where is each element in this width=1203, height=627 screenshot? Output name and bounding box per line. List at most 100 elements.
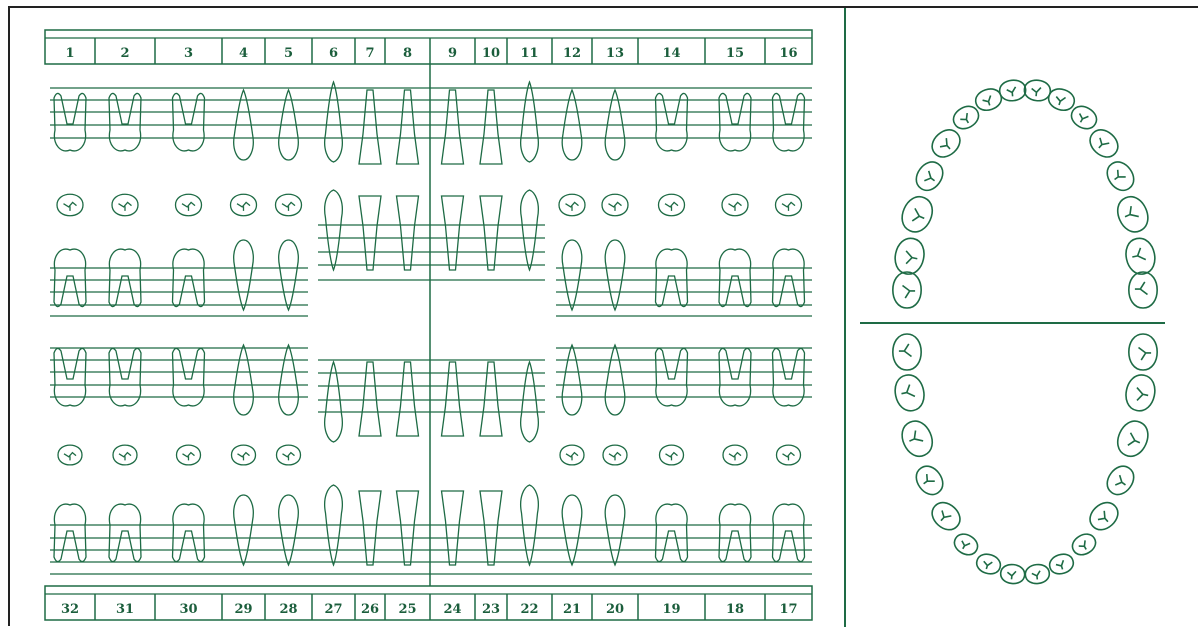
incisor-tooth xyxy=(397,491,419,565)
arch-tooth-groove xyxy=(1139,348,1152,361)
tooth-number: 9 xyxy=(448,46,457,61)
tooth-outline xyxy=(719,504,751,561)
tooth-outline xyxy=(109,93,141,150)
arch-tooth-outline xyxy=(897,192,938,236)
tooth-outline xyxy=(480,491,502,565)
arch-tooth xyxy=(999,79,1027,102)
arch-tooth xyxy=(911,461,948,499)
arch-tooth-groove xyxy=(982,560,993,571)
tooth-number: 20 xyxy=(606,602,624,617)
occlusal-groove xyxy=(64,202,77,210)
arch-tooth xyxy=(897,192,938,236)
arch-tooth-outline xyxy=(1123,372,1158,413)
tooth-outline xyxy=(359,90,381,164)
occlusal-groove xyxy=(609,202,622,210)
occlusal-groove xyxy=(729,453,741,461)
molar-tooth xyxy=(719,504,751,561)
tooth-outline xyxy=(719,93,751,150)
arch-tooth xyxy=(927,125,965,163)
incisor-tooth xyxy=(397,196,419,270)
tooth-outline xyxy=(325,362,343,442)
occlusal-groove xyxy=(119,453,131,461)
arch-tooth-groove xyxy=(1007,87,1017,97)
occlusal-groove xyxy=(182,202,195,210)
occlusal-view xyxy=(659,194,685,215)
premolar-tooth xyxy=(279,345,299,415)
tooth-outline xyxy=(173,504,205,561)
occlusal-view xyxy=(559,194,585,215)
tooth-number: 21 xyxy=(563,602,581,617)
tooth-number: 4 xyxy=(239,46,248,61)
occlusal-view xyxy=(177,445,201,465)
arch-tooth xyxy=(1024,563,1050,584)
tooth-outline xyxy=(173,249,205,306)
arch-tooth xyxy=(892,372,927,413)
arch-tooth xyxy=(1123,236,1158,277)
occlusal-groove xyxy=(782,202,795,210)
premolar-tooth xyxy=(562,345,582,415)
tooth-outline xyxy=(562,345,582,415)
arch-tooth xyxy=(1023,79,1051,102)
tooth-number: 7 xyxy=(365,46,374,61)
premolar-tooth xyxy=(234,345,254,415)
tooth-outline xyxy=(773,249,805,306)
tooth-outline xyxy=(562,240,582,310)
tooth-outline xyxy=(173,93,205,150)
tooth-outline xyxy=(109,504,141,561)
occlusal-groove xyxy=(238,453,250,461)
arch-tooth-groove xyxy=(900,384,915,399)
canine-tooth xyxy=(325,82,343,162)
arch-tooth-outline xyxy=(893,334,921,370)
incisor-tooth xyxy=(397,90,419,164)
tooth-outline xyxy=(279,345,299,415)
arch-tooth-outline xyxy=(1129,334,1157,370)
occlusal-groove xyxy=(665,202,678,210)
tooth-number: 26 xyxy=(361,602,379,617)
tooth-number: 31 xyxy=(116,602,134,617)
occlusal-view xyxy=(57,194,83,215)
arch-tooth-outline xyxy=(893,272,921,308)
incisor-tooth xyxy=(480,196,502,270)
tooth-number: 3 xyxy=(184,46,193,61)
tooth-outline xyxy=(279,495,299,565)
arch-tooth-groove xyxy=(1055,560,1066,571)
occlusal-groove xyxy=(566,202,579,210)
molar-tooth xyxy=(109,504,141,561)
canine-tooth xyxy=(325,190,343,270)
arch-tooth xyxy=(1102,461,1139,499)
premolar-tooth xyxy=(234,495,254,565)
molar-tooth xyxy=(773,93,805,150)
incisor-tooth xyxy=(359,90,381,164)
tooth-outline xyxy=(562,495,582,565)
tooth-outline xyxy=(325,190,343,270)
tooth-outline xyxy=(773,504,805,561)
occlusal-view xyxy=(660,445,684,465)
arch-tooth xyxy=(1113,416,1154,460)
arch-tooth xyxy=(927,497,965,535)
occlusal-groove xyxy=(282,202,295,210)
occlusal-view xyxy=(602,194,628,215)
tooth-number: 22 xyxy=(520,602,538,617)
premolar-tooth xyxy=(279,495,299,565)
tooth-outline xyxy=(279,240,299,310)
occlusal-groove xyxy=(666,453,678,461)
arch-tooth xyxy=(1085,497,1123,535)
arch-tooth-groove xyxy=(959,539,970,550)
occlusal-view xyxy=(722,194,748,215)
arch-tooth xyxy=(974,551,1003,576)
occlusal-view xyxy=(231,194,257,215)
arch-tooth-groove xyxy=(903,251,918,266)
tooth-outline xyxy=(234,345,254,415)
upper-number-strip-box xyxy=(45,30,812,64)
arch-tooth-groove xyxy=(1096,511,1111,526)
premolar-tooth xyxy=(605,240,625,310)
occlusal-view xyxy=(777,445,801,465)
molar-tooth xyxy=(173,249,205,306)
tooth-outline xyxy=(54,249,86,306)
tooth-number: 2 xyxy=(120,46,129,61)
arch-tooth-outline xyxy=(1123,236,1158,277)
canine-tooth xyxy=(325,362,343,442)
occlusal-view xyxy=(603,445,627,465)
arch-tooth-outline xyxy=(892,372,927,413)
arch-tooth-groove xyxy=(899,344,912,357)
